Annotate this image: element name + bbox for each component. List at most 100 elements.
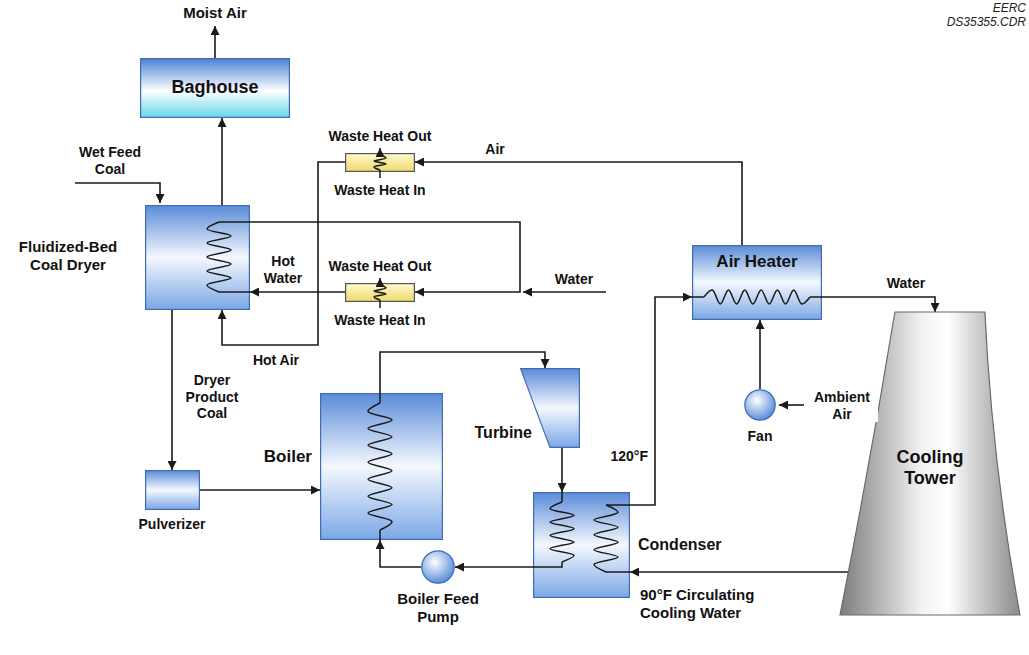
node-shape bbox=[421, 550, 455, 584]
flow-line bbox=[250, 222, 520, 292]
stream-label: Moist Air bbox=[183, 4, 247, 22]
coil-line bbox=[606, 571, 630, 573]
circle-outline bbox=[422, 551, 454, 583]
exchanger-outline bbox=[346, 284, 415, 302]
box-outline bbox=[693, 246, 822, 320]
text-holder: Moist Air bbox=[160, 4, 270, 23]
coil-line bbox=[368, 403, 392, 530]
text-holder: Hot Water bbox=[256, 253, 310, 287]
coil-line bbox=[379, 530, 381, 540]
text-holder: Dryer Product Coal bbox=[180, 372, 244, 423]
stream-label: Waste Heat In bbox=[334, 182, 425, 199]
stream-label: Waste Heat In bbox=[334, 312, 425, 329]
text-holder: Air Heater bbox=[698, 252, 816, 272]
text-holder: Waste Heat Out bbox=[320, 257, 440, 276]
node-shape bbox=[533, 492, 630, 598]
flow-label: Water bbox=[887, 275, 925, 292]
boiler-box: Boiler bbox=[320, 393, 443, 540]
text-holder: Ambient Air bbox=[806, 389, 878, 423]
stream-label: Waste Heat Out bbox=[329, 128, 432, 145]
flow-line bbox=[171, 310, 173, 470]
text-holder: 90°F Circulating Cooling Water bbox=[640, 586, 805, 623]
coil-line bbox=[594, 505, 618, 572]
equipment-name: Turbine bbox=[475, 424, 532, 443]
moist-air-outlet bbox=[214, 26, 216, 58]
coil-line bbox=[379, 393, 381, 403]
flow-label: Hot Water bbox=[256, 253, 310, 286]
box-outline bbox=[146, 206, 250, 310]
equipment-name: Air Heater bbox=[716, 252, 797, 272]
stream-label: Waste Heat Out bbox=[329, 258, 432, 275]
text-holder: 120°F bbox=[590, 447, 648, 466]
flow-label: Dryer Product Coal bbox=[180, 372, 244, 422]
node-shape bbox=[145, 205, 250, 310]
box-outline bbox=[141, 59, 290, 118]
heat-exchanger: Waste Heat OutWaste Heat In bbox=[345, 283, 415, 302]
flow-line bbox=[200, 489, 320, 491]
box-outline bbox=[534, 493, 630, 598]
text-holder: Fluidized-Bed Coal Dryer bbox=[2, 238, 134, 275]
node-shape bbox=[345, 283, 415, 302]
coil-line bbox=[219, 221, 250, 223]
heat-exchanger: Waste Heat OutWaste Heat In bbox=[345, 153, 415, 172]
flow-label: 120°F bbox=[610, 448, 648, 465]
text-holder: Waste Heat In bbox=[320, 311, 440, 330]
flow-line bbox=[380, 352, 545, 393]
flow-line bbox=[822, 297, 935, 312]
equipment-name: Pulverizer bbox=[139, 516, 206, 533]
text-holder: Hot Air bbox=[240, 351, 312, 370]
box-outline bbox=[321, 394, 443, 540]
coil-line bbox=[207, 222, 231, 292]
equipment-name: Baghouse bbox=[171, 77, 258, 98]
flow-line bbox=[250, 291, 345, 293]
tower-outline bbox=[840, 312, 1020, 615]
cooling-tower: Cooling Tower bbox=[840, 312, 1020, 615]
flow-line bbox=[630, 571, 849, 573]
coil-line bbox=[379, 278, 381, 285]
text-holder: Baghouse bbox=[146, 77, 284, 98]
turbine-symbol: Turbine bbox=[520, 368, 580, 448]
coil-line bbox=[379, 300, 381, 308]
equipment-name: Fan bbox=[748, 428, 773, 445]
text-holder: Water bbox=[878, 274, 934, 293]
stream-label: Wet Feed Coal bbox=[72, 144, 148, 177]
makeup-water-line bbox=[523, 291, 606, 293]
exchanger-outline bbox=[346, 154, 415, 172]
text-holder: Turbine bbox=[440, 424, 532, 443]
node-shape bbox=[345, 153, 415, 172]
coil-line bbox=[550, 502, 574, 562]
fan-symbol: Fan bbox=[744, 389, 776, 421]
flow-line bbox=[561, 448, 563, 492]
coil-line bbox=[379, 170, 381, 178]
node-shape bbox=[744, 389, 776, 421]
pump-symbol: Boiler Feed Pump bbox=[421, 550, 455, 584]
coal-feed-line bbox=[75, 183, 160, 203]
baghouse-box: Baghouse bbox=[140, 58, 290, 118]
equipment-name: Boiler bbox=[264, 447, 312, 467]
coil-line bbox=[692, 296, 704, 298]
coil-line bbox=[810, 296, 822, 298]
flow-line bbox=[759, 320, 761, 389]
flow-line bbox=[630, 297, 692, 505]
text-holder: Pulverizer bbox=[122, 515, 222, 534]
text-holder: Air bbox=[470, 140, 520, 159]
ambient-air-inlet bbox=[779, 404, 804, 406]
condenser-box: Condenser bbox=[533, 492, 630, 598]
text-holder: Boiler bbox=[236, 447, 312, 467]
node-shape bbox=[320, 393, 443, 540]
coil-line bbox=[219, 291, 250, 293]
coil-line bbox=[374, 285, 386, 300]
stream-label: Ambient Air bbox=[806, 389, 878, 422]
text-holder: Boiler Feed Pump bbox=[388, 590, 488, 627]
flow-line bbox=[455, 566, 533, 568]
stream-label: Water bbox=[555, 271, 593, 288]
text-holder: Water bbox=[546, 270, 602, 289]
text-holder: Condenser bbox=[638, 536, 748, 555]
coil-line bbox=[704, 290, 810, 304]
circle-outline bbox=[745, 390, 775, 420]
drawing-number: EERC DS35355.CDR bbox=[912, 1, 1026, 29]
text-holder: Waste Heat Out bbox=[320, 127, 440, 146]
pulverizer-box: Pulverizer bbox=[145, 470, 200, 510]
equipment-name: Boiler Feed Pump bbox=[388, 590, 488, 625]
flow-line bbox=[380, 540, 421, 567]
